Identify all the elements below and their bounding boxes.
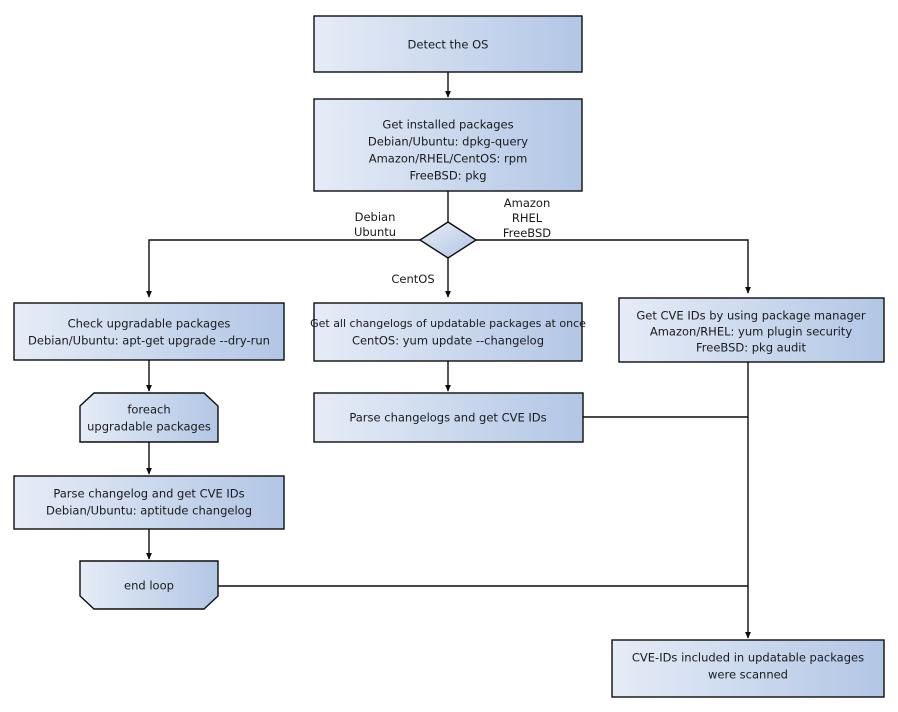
connectors [145, 72, 751, 639]
edge-decision-to-get-cve-pm [476, 239, 751, 294]
node-cve-ids-scanned[interactable]: CVE-IDs included in updatable packages w… [611, 639, 885, 698]
node-get-installed-packages[interactable]: Get installed packages Debian/Ubuntu: dp… [313, 98, 583, 192]
node-parse-changelogs-cve-ids-line-0: Parse changelogs and get CVE IDs [349, 411, 546, 425]
node-cve-ids-scanned-line-0: CVE-IDs included in updatable packages [632, 651, 864, 665]
edge-label-amazon-branch: Amazon RHEL FreeBSD [503, 196, 551, 240]
node-check-upgradable-packages[interactable]: Check upgradable packages Debian/Ubuntu:… [13, 302, 285, 361]
node-os-decision[interactable] [418, 221, 478, 259]
node-parse-changelogs-cve-ids-shape [313, 392, 584, 443]
node-check-upgradable-packages-shape [13, 302, 285, 361]
node-get-all-changelogs-line-0: Get all changelogs of updatable packages… [310, 317, 586, 330]
node-detect-os[interactable]: Detect the OS [313, 15, 583, 73]
node-end-loop-line-0: end loop [124, 579, 174, 593]
node-parse-changelog-cve-ids[interactable]: Parse changelog and get CVE IDs Debian/U… [13, 475, 285, 530]
node-get-installed-packages-shape [313, 98, 583, 192]
node-cve-ids-scanned-shape [611, 639, 885, 698]
node-parse-changelog-cve-ids-line-1: Debian/Ubuntu: aptitude changelog [46, 504, 252, 518]
node-foreach-upgradable-packages-shape [79, 392, 219, 443]
node-get-cve-ids-package-manager-shape [618, 297, 885, 363]
node-foreach-upgradable-packages-line-1: upgradable packages [87, 420, 211, 434]
edge-label-centos-line-0: CentOS [391, 272, 434, 286]
node-foreach-upgradable-packages[interactable]: foreach upgradable packages [79, 392, 219, 443]
node-get-installed-packages-line-2: Amazon/RHEL/CentOS: rpm [369, 152, 528, 166]
edge-label-amazon-line-0: Amazon [504, 196, 550, 210]
node-parse-changelog-cve-ids-shape [13, 475, 285, 530]
edge-label-debian-line-1: Ubuntu [354, 225, 396, 239]
node-get-cve-ids-package-manager-line-1: Amazon/RHEL: yum plugin security [650, 325, 852, 339]
node-end-loop[interactable]: end loop [79, 560, 219, 610]
node-end-loop-shape [79, 560, 219, 610]
edge-label-amazon-line-2: FreeBSD [503, 226, 551, 240]
edge-label-amazon-line-1: RHEL [512, 211, 543, 225]
node-parse-changelogs-cve-ids[interactable]: Parse changelogs and get CVE IDs [313, 392, 584, 443]
node-foreach-upgradable-packages-line-0: foreach [127, 403, 170, 417]
node-get-installed-packages-line-1: Debian/Ubuntu: dpkg-query [368, 135, 528, 149]
node-os-decision-shape [418, 221, 478, 259]
node-get-cve-ids-package-manager-line-2: FreeBSD: pkg audit [696, 341, 807, 355]
edge-label-debian-line-0: Debian [355, 210, 396, 224]
edge-label-centos-branch: CentOS [391, 272, 434, 286]
node-get-installed-packages-line-0: Get installed packages [382, 118, 513, 132]
edge-decision-to-check-upgradable [145, 239, 420, 298]
node-get-installed-packages-line-3: FreeBSD: pkg [409, 169, 486, 183]
node-get-all-changelogs-line-1: CentOS: yum update --changelog [352, 334, 544, 348]
node-detect-os-line-0: Detect the OS [408, 38, 489, 52]
node-get-cve-ids-package-manager-line-0: Get CVE IDs by using package manager [636, 309, 866, 323]
node-detect-os-shape [313, 15, 583, 73]
node-get-all-changelogs-shape [313, 302, 583, 362]
node-get-all-changelogs[interactable]: Get all changelogs of updatable packages… [310, 302, 586, 362]
node-check-upgradable-packages-line-0: Check upgradable packages [68, 317, 231, 331]
node-check-upgradable-packages-line-1: Debian/Ubuntu: apt-get upgrade --dry-run [28, 334, 270, 348]
node-parse-changelog-cve-ids-line-0: Parse changelog and get CVE IDs [53, 487, 244, 501]
edge-label-debian-branch: Debian Ubuntu [354, 210, 396, 239]
node-cve-ids-scanned-line-1: were scanned [708, 668, 788, 682]
node-get-cve-ids-package-manager[interactable]: Get CVE IDs by using package manager Ama… [618, 297, 885, 363]
